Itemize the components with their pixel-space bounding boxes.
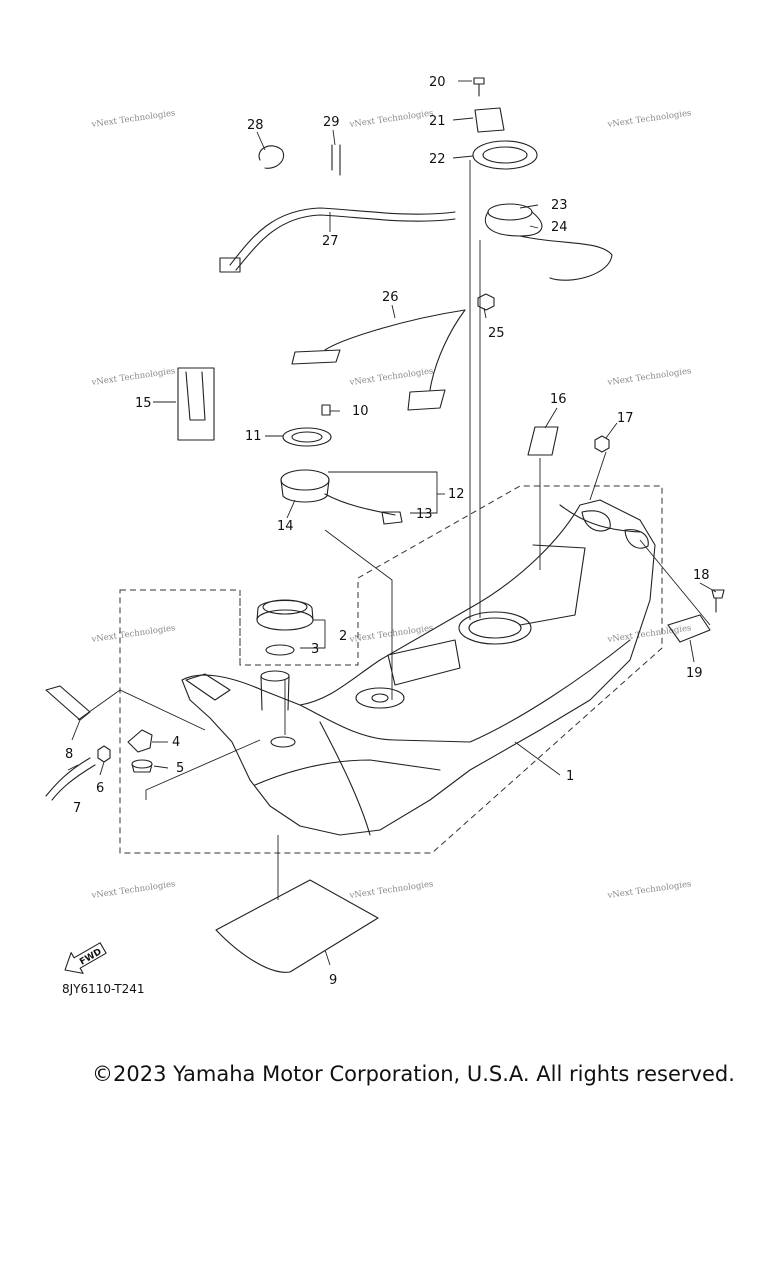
fwd-label: FWD [78,947,103,967]
svg-text:vNext Technologies: vNext Technologies [90,366,176,388]
bolt-part-18 [711,589,725,613]
hose-part-7 [45,757,96,801]
svg-text:vNext Technologies: vNext Technologies [90,879,176,901]
nut-part-6 [97,745,111,763]
callout-26: 26 [382,290,399,305]
svg-text:vNext Technologies: vNext Technologies [606,879,692,901]
callouts: 1 2 3 4 5 6 7 8 9 10 11 12 13 14 15 16 1… [65,75,710,988]
callout-12: 12 [448,487,465,502]
nut-part-17 [594,435,610,453]
callout-24: 24 [551,220,568,235]
watermark-10: vNext Technologies [90,879,176,901]
callout-29: 29 [323,115,340,130]
watermarks: vNext Technologies vNext Technologies vN… [90,108,692,901]
callout-8: 8 [65,747,73,762]
fitting-part-4 [127,729,153,753]
callout-25: 25 [488,326,505,341]
callout-10: 10 [352,404,369,419]
callout-11: 11 [245,429,262,444]
callout-13: 13 [416,507,433,522]
callout-3: 3 [311,642,319,657]
callout-23: 23 [551,198,568,213]
gasket-part-22 [472,140,538,170]
fuel-tank [181,499,656,836]
watermark-9: vNext Technologies [606,623,692,645]
callout-5: 5 [176,761,184,776]
clip-part-29 [331,144,341,176]
callout-18: 18 [693,568,710,583]
callout-6: 6 [96,781,104,796]
pump-module-part-23 [484,203,543,237]
svg-text:vNext Technologies: vNext Technologies [90,108,176,130]
callout-14: 14 [277,519,294,534]
filler-neck [260,670,296,748]
callout-17: 17 [617,411,634,426]
svg-text:vNext Technologies: vNext Technologies [90,623,176,645]
bolt-part-10 [321,404,331,416]
sensor-part-15 [177,367,215,441]
grommet-part-5 [131,759,153,773]
svg-text:vNext Technologies: vNext Technologies [348,879,434,901]
callout-16: 16 [550,392,567,407]
o-ring-part-3 [265,644,295,656]
pad-part-16 [527,426,559,456]
watermark-12: vNext Technologies [606,879,692,901]
svg-text:vNext Technologies: vNext Technologies [606,108,692,130]
assembly-boundary-lines [119,485,663,854]
harness-part-27 [219,207,456,273]
fuel-pump-part-14 [280,469,403,525]
callout-27: 27 [322,234,339,249]
fuel-cap-part-2 [256,599,314,631]
sender-part-21 [474,107,505,133]
watermark-2: vNext Technologies [348,108,434,130]
callout-2: 2 [339,629,347,644]
svg-text:vNext Technologies: vNext Technologies [348,623,434,645]
gasket-part-11 [282,427,332,447]
callout-21: 21 [429,114,446,129]
hose-part-26 [291,309,466,411]
sheet-part-9 [215,879,379,973]
svg-text:vNext Technologies: vNext Technologies [348,366,434,388]
watermark-5: vNext Technologies [348,366,434,388]
callout-28: 28 [247,118,264,133]
label-part-8 [45,685,91,721]
svg-text:vNext Technologies: vNext Technologies [606,366,692,388]
watermark-3: vNext Technologies [606,108,692,130]
watermark-7: vNext Technologies [90,623,176,645]
watermark-1: vNext Technologies [90,108,176,130]
callout-4: 4 [172,735,180,750]
svg-text:vNext Technologies: vNext Technologies [606,623,692,645]
callout-22: 22 [429,152,446,167]
callout-1: 1 [566,769,574,784]
callout-15: 15 [135,396,152,411]
copyright-notice: ©2023 Yamaha Motor Corporation, U.S.A. A… [92,1062,735,1086]
callout-20: 20 [429,75,446,90]
nut-part-25 [477,293,495,311]
watermark-8: vNext Technologies [348,623,434,645]
svg-text:vNext Technologies: vNext Technologies [348,108,434,130]
callout-19: 19 [686,666,703,681]
watermark-6: vNext Technologies [606,366,692,388]
diagram-code: 8JY6110-T241 [62,982,145,996]
bolt-part-20 [473,77,485,97]
filter-part-24 [519,235,613,281]
callout-9: 9 [329,973,337,988]
bracket-part-19 [667,614,711,643]
callout-7: 7 [73,801,81,816]
fwd-arrow-icon: FWD [64,942,107,974]
clamp-part-28 [258,145,284,169]
watermark-4: vNext Technologies [90,366,176,388]
watermark-11: vNext Technologies [348,879,434,901]
leader-lines [67,80,717,966]
